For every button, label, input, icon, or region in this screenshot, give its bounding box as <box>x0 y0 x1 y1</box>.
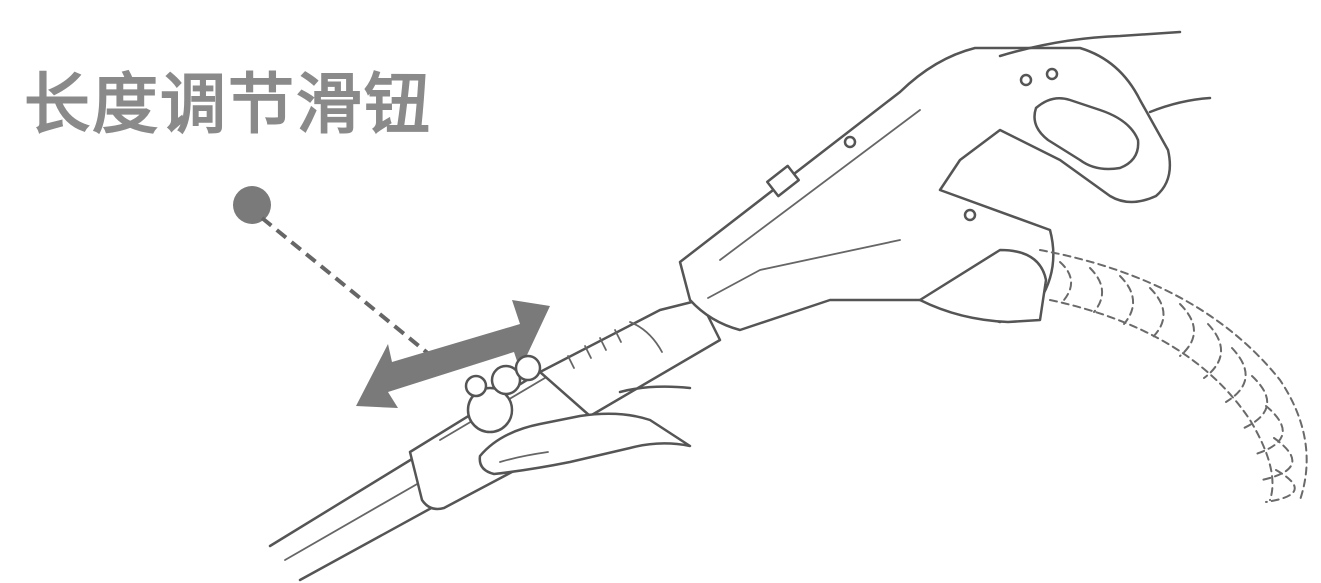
hose-collar <box>918 248 1048 324</box>
handle-body <box>678 46 1172 332</box>
callout-leader <box>233 186 432 357</box>
extension-wand <box>268 446 448 582</box>
double-arrow-icon <box>356 300 550 408</box>
flexible-hose <box>1039 249 1308 503</box>
length-slider-knob <box>464 354 542 434</box>
upper-hand <box>998 30 1212 171</box>
callout-marker-dot <box>233 186 271 224</box>
lower-hand <box>478 385 692 476</box>
slider-callout-label: 长度调节滑钮 <box>24 66 432 143</box>
upper-tube <box>538 298 722 418</box>
